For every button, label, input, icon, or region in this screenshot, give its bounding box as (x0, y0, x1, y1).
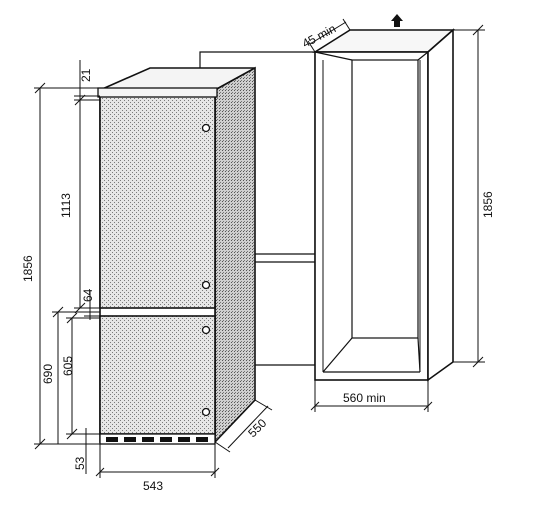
lower-section-label: 690 (41, 364, 55, 384)
fridge-lower-door (99, 315, 216, 435)
upper-door-dimension (74, 94, 100, 314)
door-hinges (201, 123, 211, 417)
niche-width-label: 560 min (343, 391, 386, 405)
appliance-depth-label: 550 (245, 416, 269, 440)
base-height-dimension (80, 428, 100, 474)
base-height-label: 53 (73, 456, 87, 470)
niche-cabinet (199, 28, 456, 382)
appliance-width-dimension (95, 444, 220, 478)
cabinet-connector (255, 253, 315, 263)
upper-door-label: 1113 (59, 193, 73, 218)
door-gap-dimension (84, 290, 100, 320)
niche-depth-dimension (307, 18, 351, 53)
hinge-icon (201, 407, 211, 417)
fridge-plinth (99, 433, 216, 445)
niche-height-dimension (453, 24, 485, 368)
overall-height-dimension (34, 82, 100, 450)
appliance-width-label: 543 (143, 479, 163, 493)
niche-height-label: 1856 (481, 191, 495, 218)
door-gap-label: 64 (81, 288, 95, 302)
plinth-vents (106, 437, 208, 442)
hinge-icon (201, 325, 211, 335)
lower-door-label: 605 (61, 356, 75, 376)
up-arrow-house-icon (391, 14, 403, 27)
niche-side-wall (427, 28, 454, 382)
appliance-depth-dimension (214, 399, 273, 453)
top-gap-dimension (74, 60, 100, 104)
lower-section-dimension (52, 306, 100, 444)
hinge-icon (201, 123, 211, 133)
top-gap-label: 21 (79, 68, 93, 82)
fridge-upper-door (99, 95, 216, 309)
niche-inner-back (351, 59, 419, 339)
fridge-side-face (214, 66, 256, 444)
fridge-appliance (97, 66, 256, 445)
niche-width-dimension (310, 380, 433, 412)
fridge-top-trim (97, 87, 218, 98)
overall-height-label: 1856 (21, 255, 35, 282)
hinge-icon (201, 280, 211, 290)
